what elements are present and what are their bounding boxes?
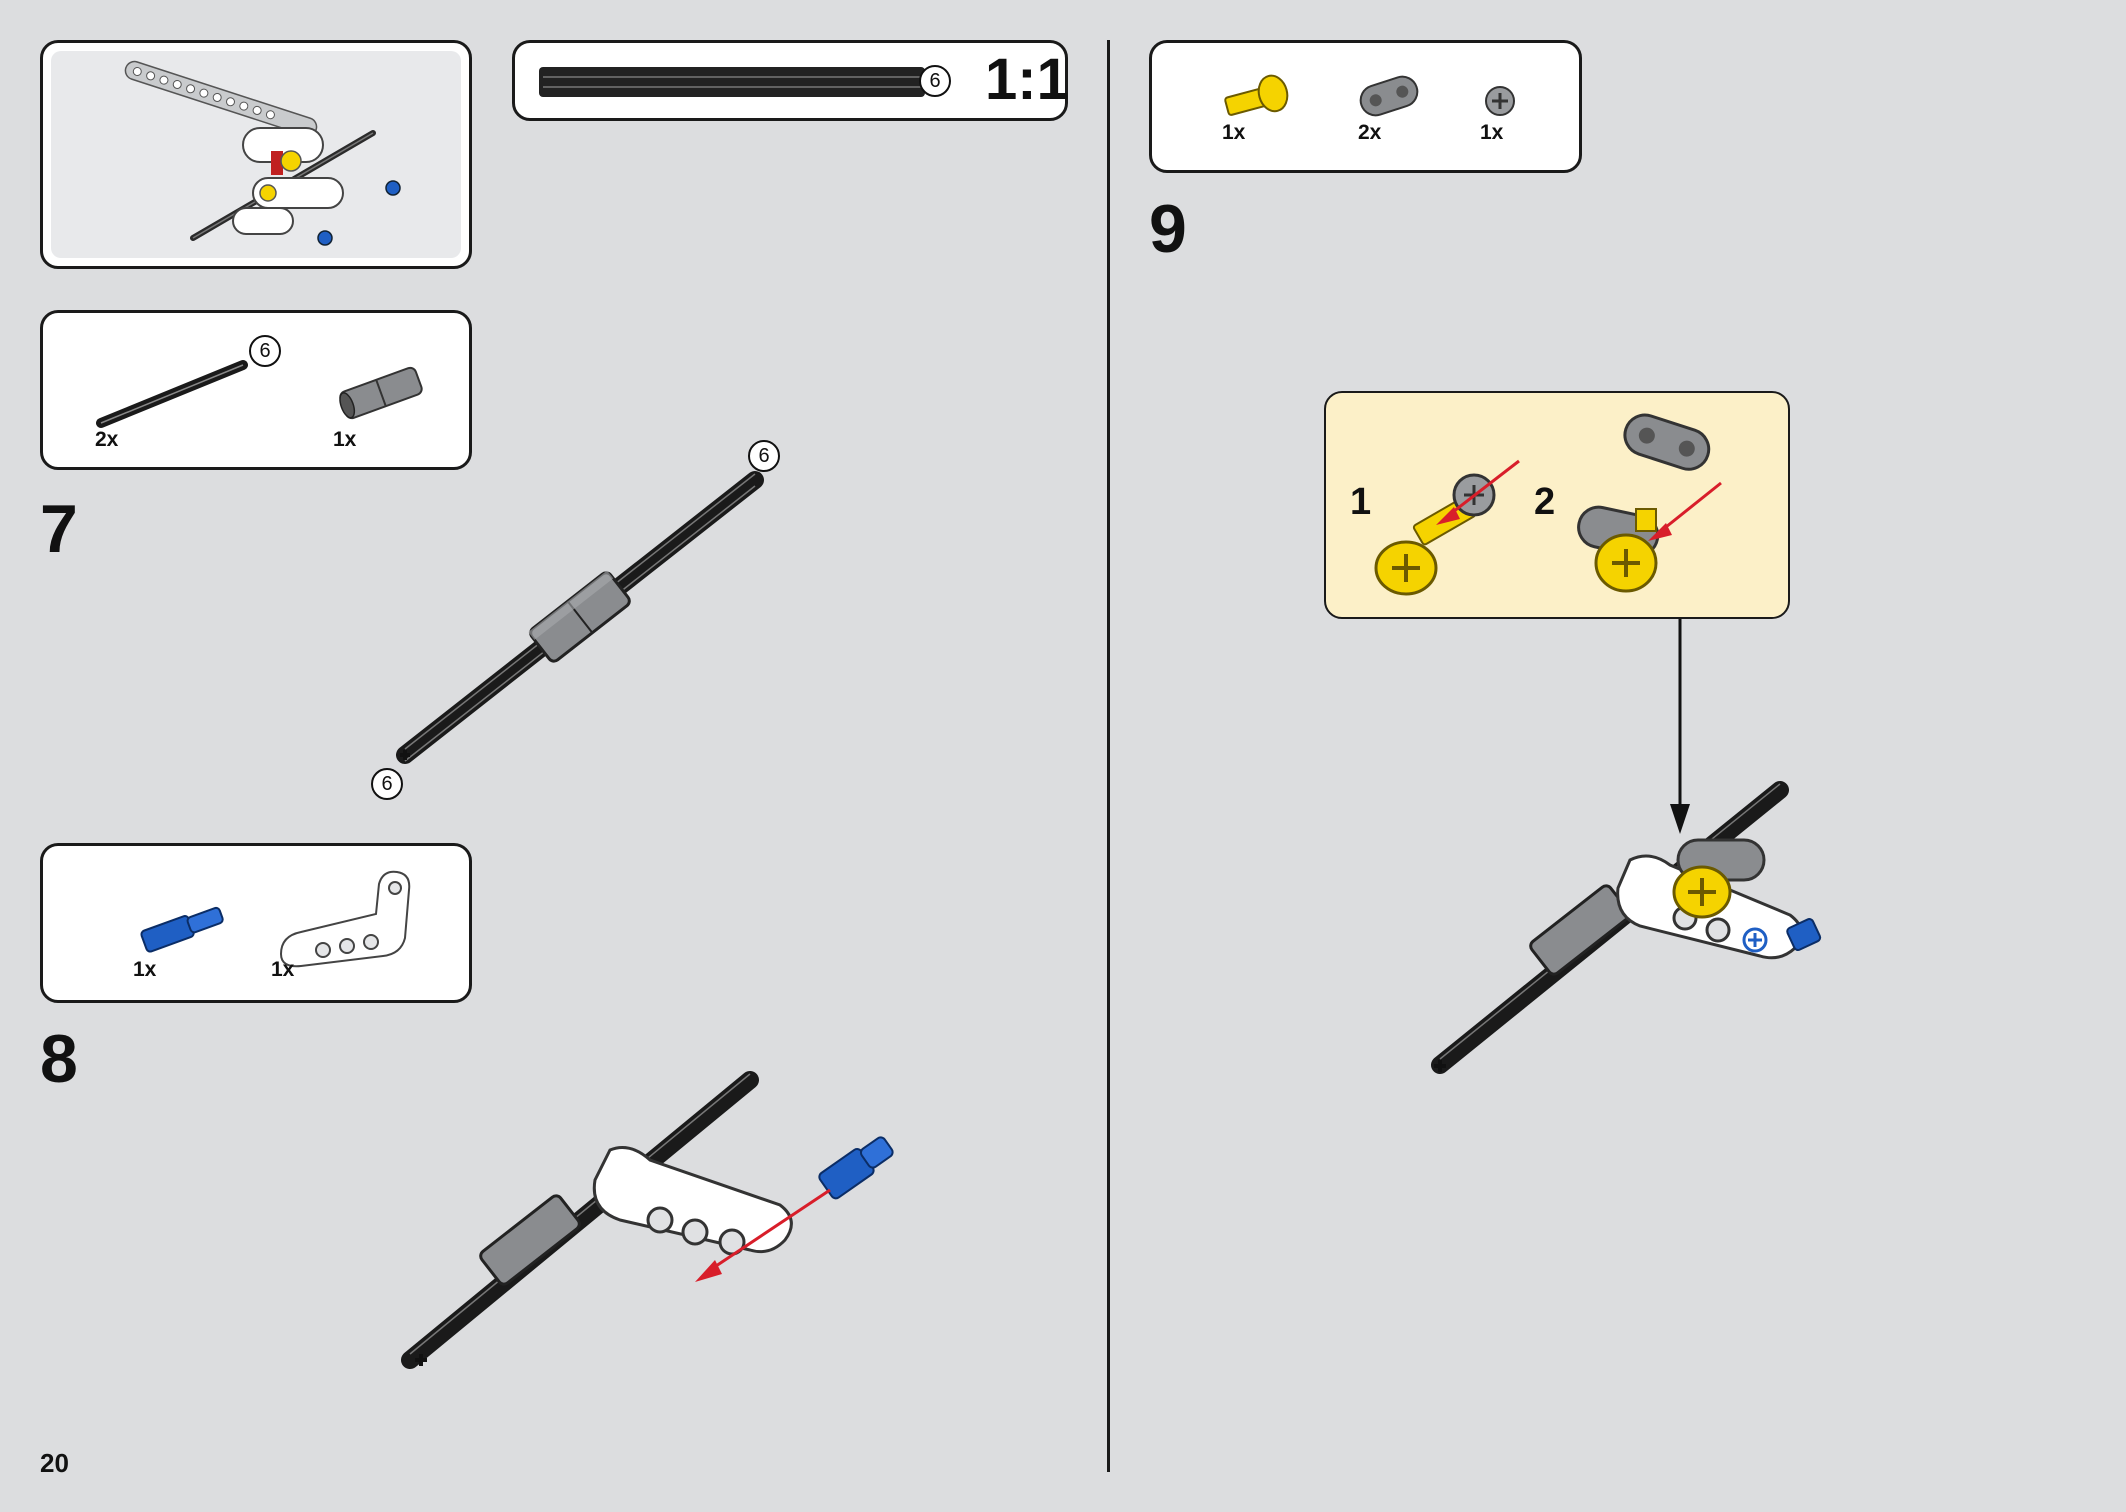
scale-ratio-label: 1:1 (985, 47, 1069, 112)
part-qty-axle: 2x (95, 428, 119, 451)
part-qty-connector: 1x (333, 428, 357, 451)
step8-number: 8 (40, 1021, 78, 1097)
step9-parts-box: 1x 2x 1x (1149, 40, 1582, 173)
part-qty-liftarm: 1x (271, 958, 295, 981)
scale-reference-box: 6 1:1 (512, 40, 1069, 121)
blue-pin-icon (140, 906, 224, 953)
axle-scale-icon (539, 67, 925, 97)
overview-model-illustration (124, 60, 401, 246)
part-qty-yellow-pin: 1x (1222, 121, 1246, 144)
step9-number: 9 (1149, 191, 1187, 267)
step7-assembly-illustration (396, 471, 764, 764)
part-qty-grey-liftarm: 2x (1358, 121, 1382, 144)
part-axle-length: 6 (249, 335, 281, 367)
step7-parts-box: 6 2x 1x (40, 310, 472, 470)
page-number: 20 (40, 1448, 69, 1478)
part-qty-pin: 1x (133, 958, 157, 981)
step7-number: 7 (40, 491, 78, 567)
page-divider (1107, 40, 1110, 1472)
yellow-pin-icon (1224, 74, 1289, 116)
axle-part-icon (96, 360, 248, 428)
step9-assembly-illustration (1431, 781, 1822, 1074)
l-liftarm-icon (279, 870, 411, 968)
substep-1-number: 1 (1350, 481, 1372, 523)
grey-liftarm-icon (1359, 75, 1419, 117)
substep-1-illustration (1374, 459, 1520, 596)
overview-preview-box (40, 40, 472, 269)
axle-connector-icon (339, 366, 423, 420)
scale-axle-length: 6 (919, 65, 951, 97)
step9-subassembly-box: 1 2 (1324, 391, 1790, 619)
substep-2-number: 2 (1534, 481, 1556, 523)
substep-2-illustration (1577, 413, 1722, 593)
subassembly-arrow (1670, 619, 1690, 834)
axle-length-callout-top: 6 (748, 440, 780, 472)
step8-parts-box: 1x 1x (40, 843, 472, 1003)
part-qty-bush: 1x (1480, 121, 1504, 144)
axle-length-callout-bottom: 6 (371, 768, 403, 800)
bush-icon (1485, 86, 1515, 116)
step8-assembly-illustration (401, 1071, 894, 1369)
